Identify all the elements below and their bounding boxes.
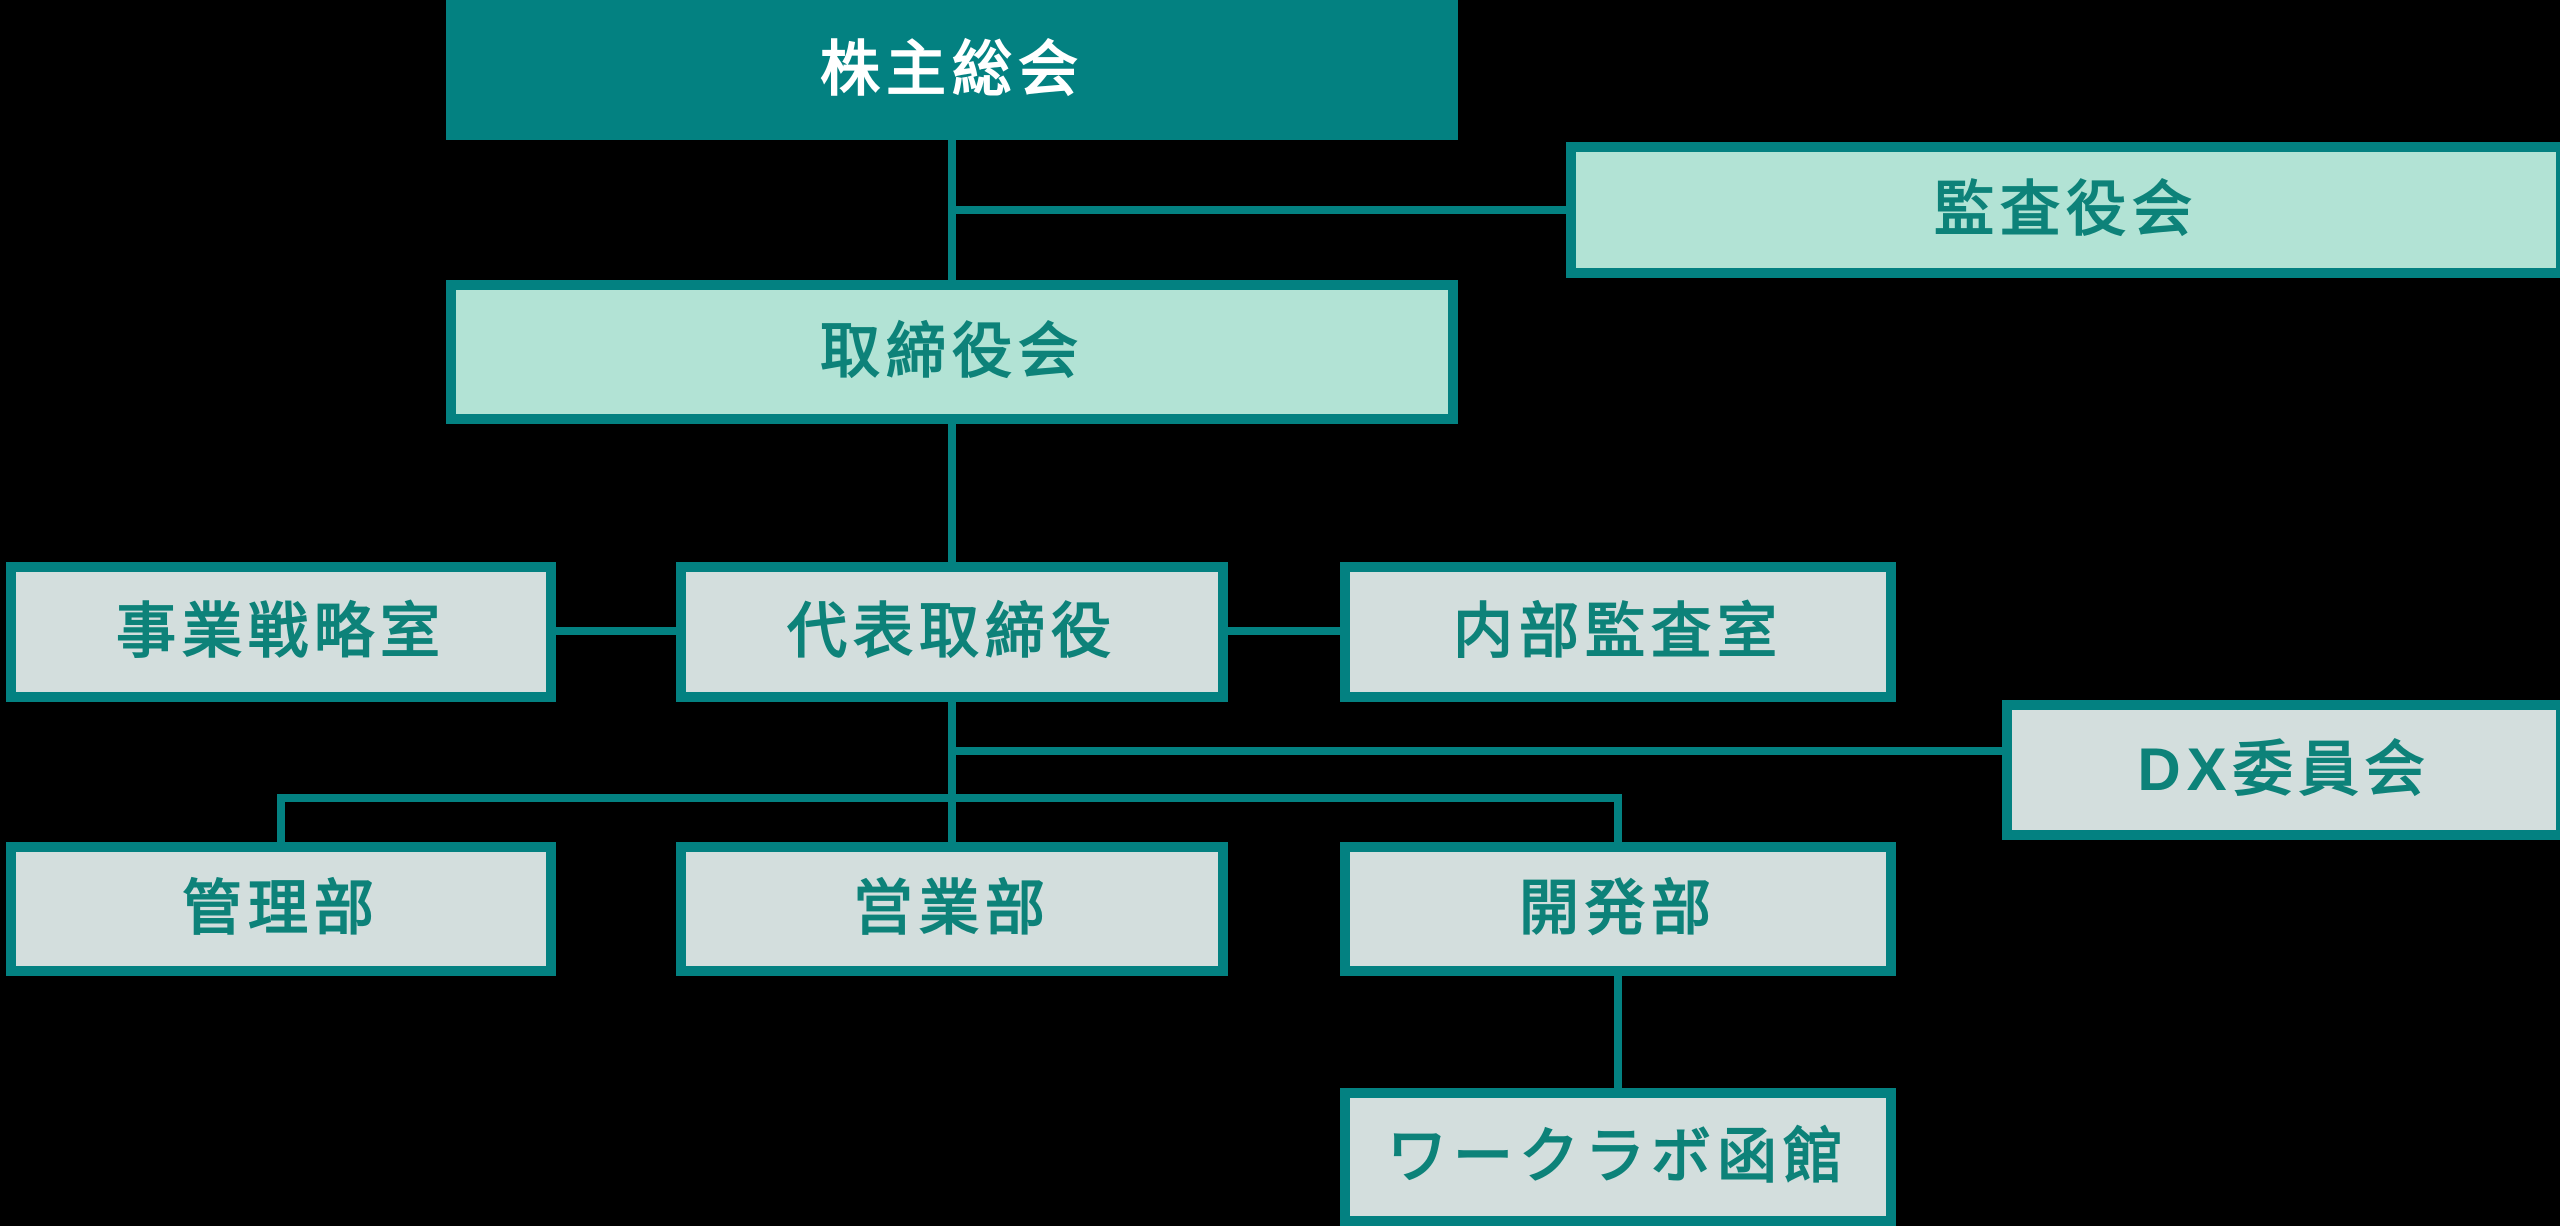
- connector-department-bus: [277, 794, 1622, 802]
- node-label-worklab-hakodate: ワークラボ函館: [1387, 1123, 1849, 1190]
- connector-representative-director-down: [948, 700, 956, 844]
- org-node-worklab-hakodate: ワークラボ函館: [1340, 1088, 1896, 1226]
- node-label-internal-audit-office: 内部監査室: [1453, 598, 1783, 665]
- connector-drop-to-admin-dept: [277, 794, 285, 844]
- node-label-sales-department: 営業部: [853, 875, 1051, 942]
- node-label-development-department: 開発部: [1519, 875, 1717, 942]
- node-label-business-strategy-office: 事業戦略室: [116, 598, 446, 665]
- node-label-audit-board: 監査役会: [1934, 176, 2198, 243]
- connector-to-audit-board: [952, 206, 1568, 214]
- connector-drop-to-dev-dept: [1614, 794, 1622, 844]
- org-node-audit-board: 監査役会: [1566, 142, 2560, 278]
- org-node-admin-department: 管理部: [6, 842, 556, 976]
- org-node-dx-committee: DX委員会: [2002, 700, 2560, 840]
- node-label-admin-department: 管理部: [182, 875, 380, 942]
- org-node-representative-director: 代表取締役: [676, 562, 1228, 702]
- org-node-shareholders-meeting: 株主総会: [446, 0, 1458, 140]
- node-label-representative-director: 代表取締役: [787, 598, 1117, 665]
- connector-to-dx-committee: [952, 747, 2004, 755]
- node-label-shareholders-meeting: 株主総会: [820, 36, 1084, 103]
- org-node-development-department: 開発部: [1340, 842, 1896, 976]
- node-label-board-of-directors: 取締役会: [820, 318, 1084, 385]
- org-node-board-of-directors: 取締役会: [446, 280, 1458, 424]
- node-label-dx-committee: DX委員会: [2137, 736, 2431, 803]
- connector-representative-director-to-internal-audit: [1226, 627, 1342, 635]
- connector-dev-to-worklab: [1614, 974, 1622, 1090]
- org-node-internal-audit-office: 内部監査室: [1340, 562, 1896, 702]
- connector-board-to-representative-director: [948, 422, 956, 564]
- org-node-sales-department: 営業部: [676, 842, 1228, 976]
- connector-strategy-to-representative-director: [554, 627, 678, 635]
- org-node-business-strategy-office: 事業戦略室: [6, 562, 556, 702]
